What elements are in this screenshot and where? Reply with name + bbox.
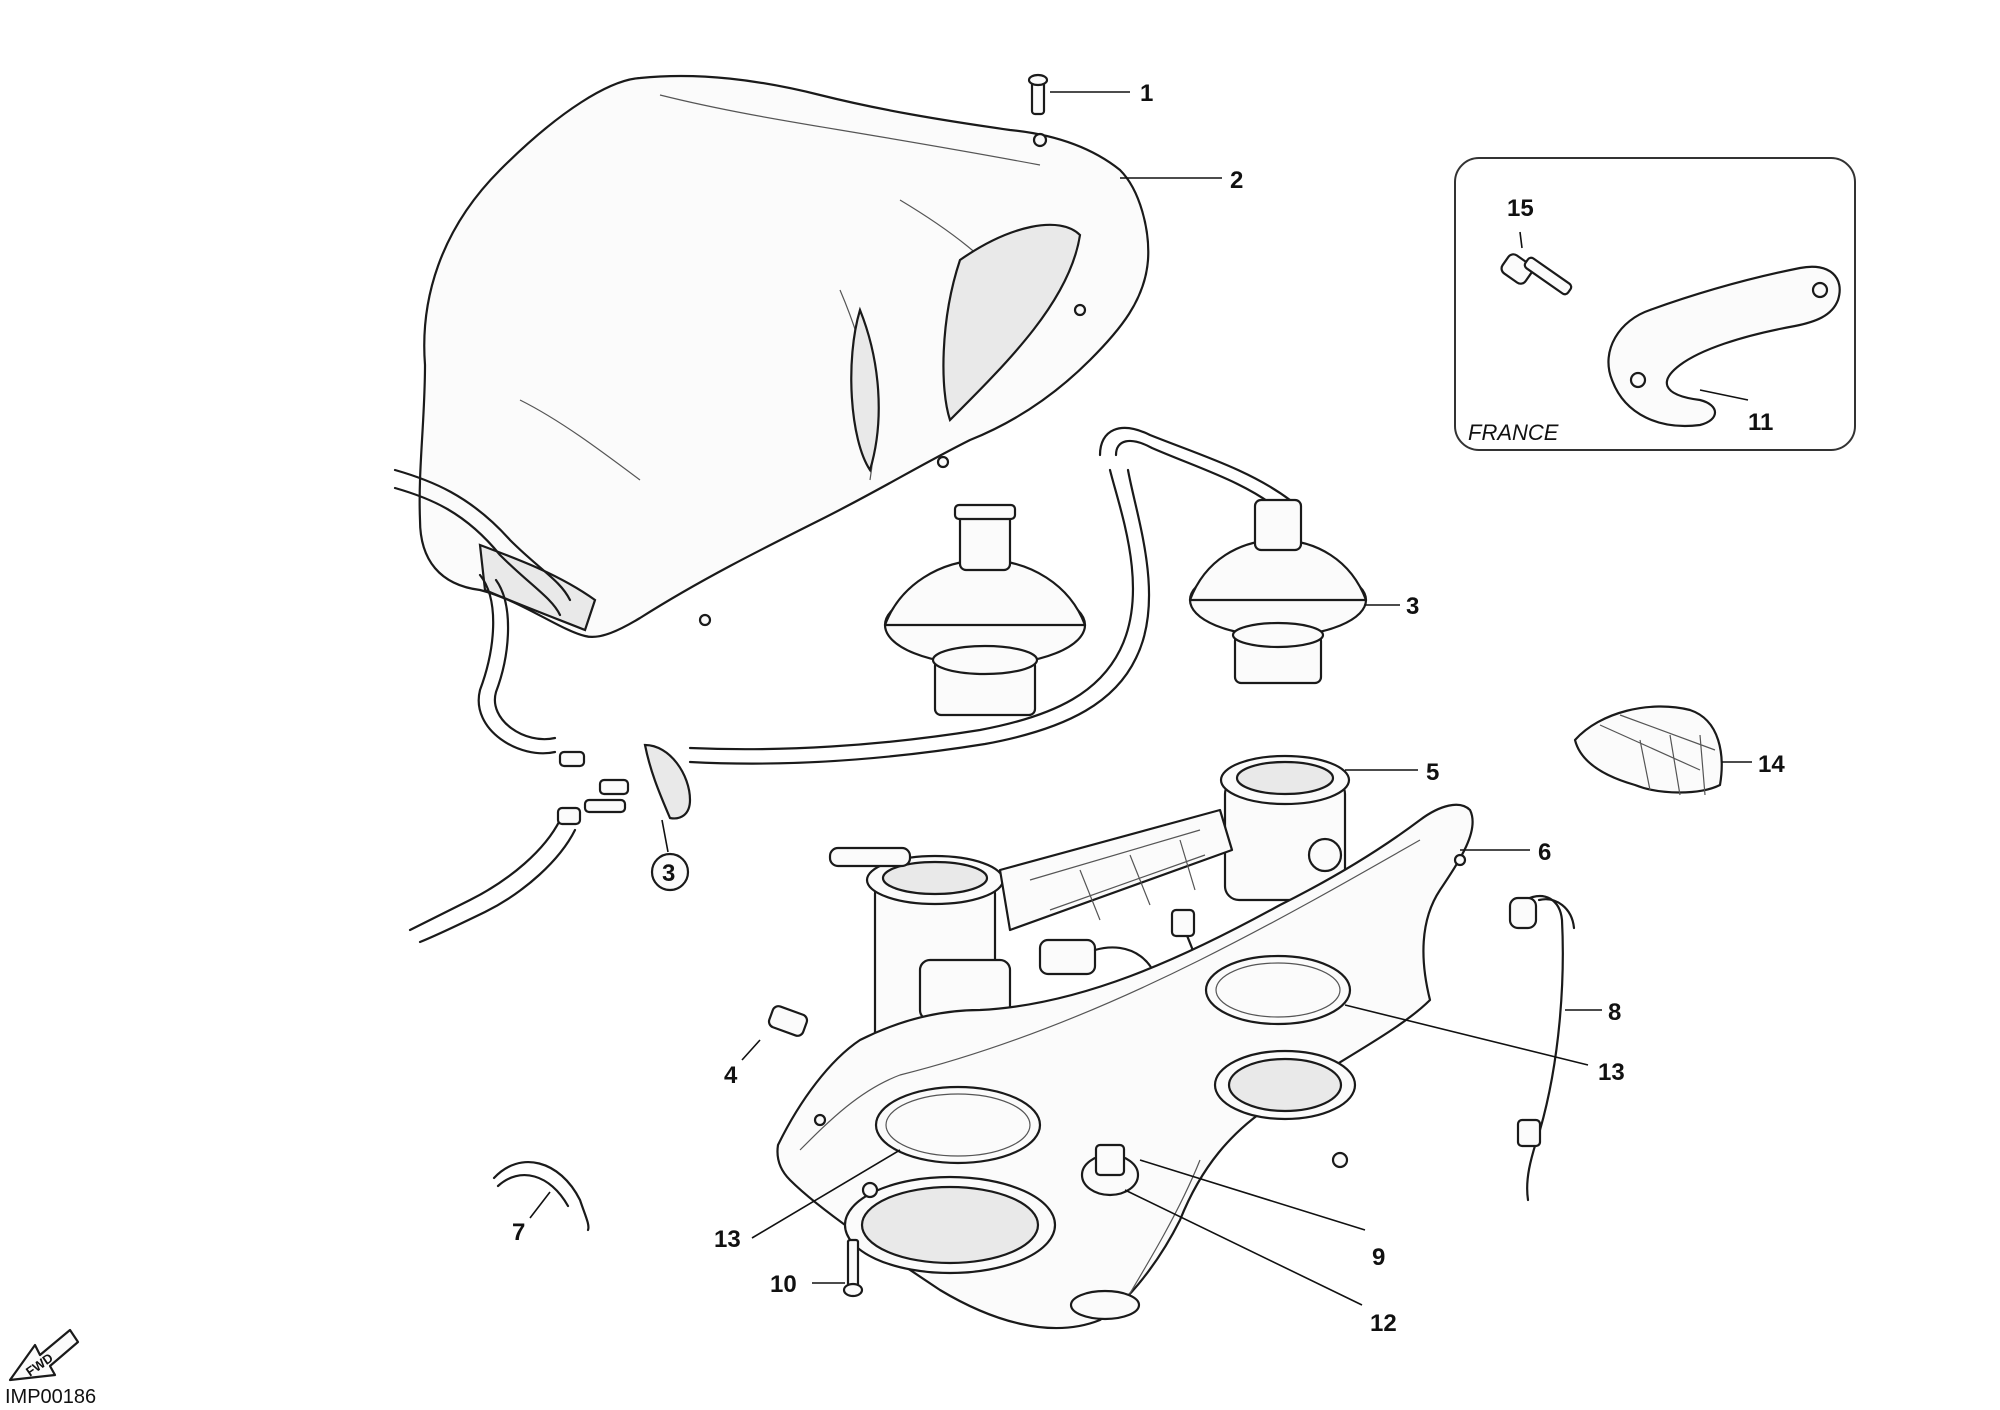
callout-14: 14: [1758, 751, 1785, 778]
callout-11: 11: [1748, 409, 1773, 436]
vent-hoses: [393, 426, 1292, 944]
reference-code: IMP00186: [5, 1386, 96, 1408]
callout-10: 10: [770, 1271, 797, 1298]
callout-2: 2: [1230, 167, 1243, 194]
callout-4: 4: [724, 1062, 738, 1089]
callout-13-left: 13: [714, 1226, 741, 1253]
drain-hose: [1508, 894, 1576, 1202]
fwd-arrow: FWD: [8, 1328, 80, 1382]
callout-13-right: 13: [1598, 1059, 1625, 1086]
airbox-base: [776, 803, 1474, 1330]
callout-6: 6: [1538, 839, 1551, 866]
hose-fittings: [556, 743, 692, 826]
inset-france: FRANCE: [1454, 157, 1856, 451]
callout-8: 8: [1608, 999, 1621, 1026]
intake-funnel-left: [883, 503, 1087, 717]
callout-15: 15: [1507, 195, 1534, 222]
screw: [1027, 73, 1049, 116]
callout-9: 9: [1372, 1244, 1385, 1271]
inset-screw: [1500, 253, 1573, 296]
callout-3: 3: [1406, 593, 1419, 620]
inset-bracket: [1607, 265, 1841, 427]
o-ring-seals: [874, 954, 1352, 1165]
callout-12: 12: [1370, 1310, 1397, 1337]
grommet: [1080, 1143, 1140, 1197]
clip: [492, 1161, 590, 1232]
callout-7: 7: [512, 1219, 525, 1246]
intake-funnel-right: [1188, 498, 1368, 685]
inset-caption: FRANCE: [1468, 420, 1559, 445]
callout-labels: 1 2 3 3 4 5 6 7 8 9 10 11 12 13 13 14 15: [512, 80, 1785, 1337]
callout-circle-marker: [650, 852, 690, 892]
callout-3-circled: 3: [662, 860, 675, 887]
callout-5: 5: [1426, 759, 1439, 786]
bolt: [842, 1238, 864, 1298]
callout-1: 1: [1140, 80, 1153, 107]
grille-cover: [1573, 705, 1723, 796]
stud: [767, 1005, 809, 1037]
airbox-cover: [418, 74, 1150, 638]
leader-lines: [529, 91, 1752, 1306]
